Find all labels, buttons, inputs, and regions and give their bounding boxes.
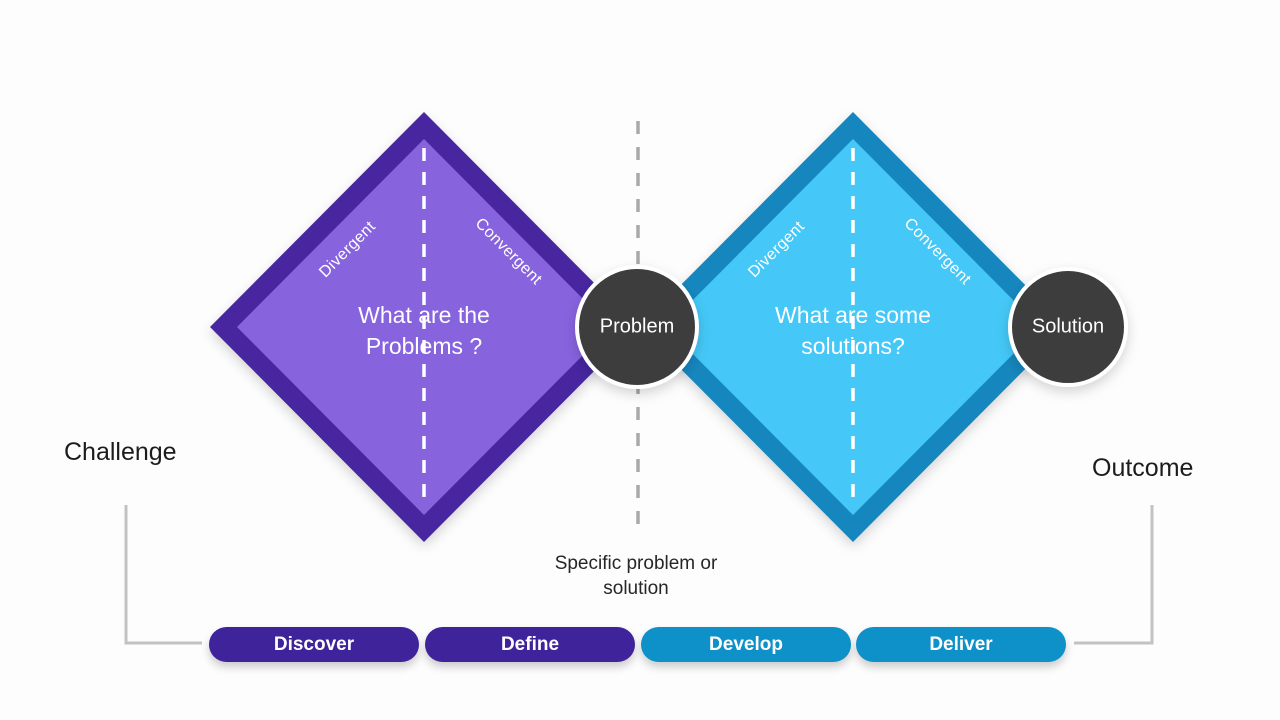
stage-pill-define: Define — [425, 627, 635, 662]
stage-pill-develop: Develop — [641, 627, 851, 662]
outcome-label: Outcome — [1092, 454, 1194, 482]
solution-diamond-question: What are some solutions? — [775, 300, 931, 362]
stage-pill-discover: Discover — [209, 627, 419, 662]
problem-node-label: Problem — [599, 315, 675, 338]
outcome-bracket — [1074, 505, 1154, 645]
solution-question-line1: What are some — [775, 302, 931, 328]
solution-node-label: Solution — [1031, 315, 1105, 338]
problem-circle — [575, 265, 699, 389]
challenge-label: Challenge — [64, 438, 177, 466]
problem-question-line1: What are the — [358, 302, 490, 328]
problem-question-line2: Problems ? — [365, 333, 483, 359]
specific-problem-note: Specific problem or solution — [555, 551, 718, 601]
solution-question-line2: solutions? — [801, 333, 905, 359]
challenge-bracket — [124, 505, 202, 645]
specific-problem-note-line2: solution — [603, 578, 669, 599]
stage-pill-deliver: Deliver — [856, 627, 1066, 662]
problem-diamond-question: What are the Problems ? — [358, 300, 490, 362]
specific-problem-note-line1: Specific problem or — [554, 553, 718, 574]
solution-circle — [1008, 267, 1128, 387]
